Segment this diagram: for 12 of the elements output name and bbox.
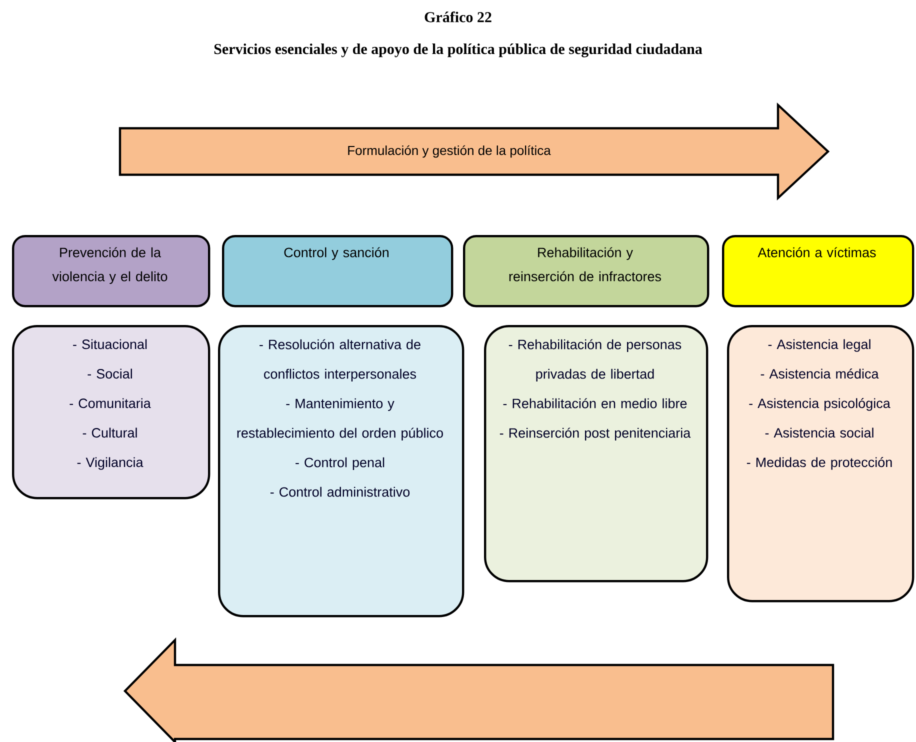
arrow-banner: Formulación y gestión de la política bbox=[118, 102, 830, 201]
category-box: Atención a víctimas bbox=[722, 235, 914, 308]
arrow-banner bbox=[123, 637, 834, 742]
title: Gráfico 22 bbox=[424, 12, 492, 22]
service-list-box: - Asistencia legal - Asistencia médica - Asistencia psicológica - Asistencia social - Medidas de protección bbox=[727, 325, 914, 602]
service-list-box: - Situacional - Social - Comunitaria - Cultural - Vigilancia bbox=[12, 325, 210, 500]
subtitle: Servicios esenciales y de apoyo de la política pública de seguridad ciudadana bbox=[214, 44, 702, 58]
category-box: Prevención de la violencia y el delito bbox=[12, 235, 210, 308]
category-box: Control y sanción bbox=[222, 235, 454, 308]
service-list-box: - Rehabilitación de personas privadas de libertad - Rehabilitación en medio libre - Reinserción post penitenciaria bbox=[484, 325, 708, 582]
service-list-box: - Resolución alternativa de conflictos interpersonales - Mantenimiento y restablecimiento del orden público - Control penal - Control administrativo bbox=[218, 325, 464, 618]
category-box: Rehabilitación y reinserción de infractores bbox=[463, 235, 710, 308]
